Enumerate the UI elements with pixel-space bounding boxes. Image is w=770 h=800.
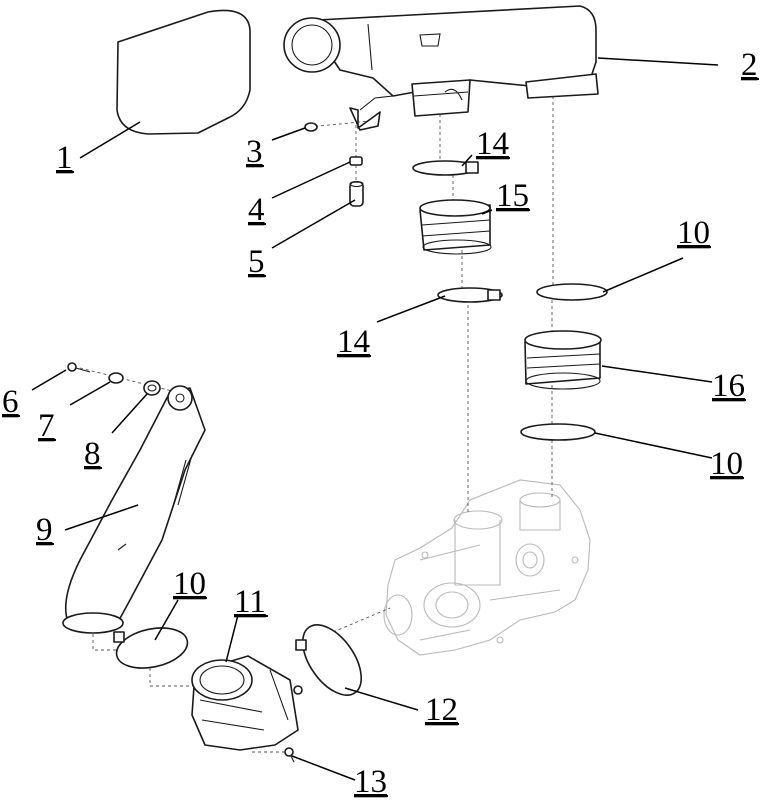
- part-15-coupling-sleeve: [419, 199, 492, 255]
- callout-10-upper: 10: [677, 215, 710, 251]
- part-6-bolt: [67, 362, 91, 373]
- callout-5: 5: [248, 244, 265, 280]
- part-5-sleeve: [349, 180, 364, 207]
- part-10-clamp-upper: [536, 283, 608, 301]
- callout-13: 13: [354, 764, 387, 800]
- callout-2: 2: [741, 47, 758, 83]
- part-10-clamp-lower: [520, 423, 596, 441]
- leader-lines: [31, 57, 719, 781]
- part-10-clamp-left: [113, 627, 189, 669]
- callout-4: 4: [248, 192, 265, 228]
- part-9-curved-hose: [62, 385, 206, 634]
- part-14-clamp-lower: [437, 287, 503, 303]
- part-14-clamp-upper: [412, 160, 479, 176]
- callout-1: 1: [56, 140, 73, 176]
- callout-3: 3: [246, 134, 263, 170]
- part-1-cover-plate: [116, 9, 251, 135]
- callout-6: 6: [2, 384, 19, 420]
- callout-7: 7: [38, 408, 55, 444]
- part-4-clip: [349, 156, 363, 166]
- callout-8: 8: [84, 436, 101, 472]
- callout-10-lower-right: 10: [710, 446, 743, 482]
- callout-10-left: 10: [173, 566, 206, 602]
- part-11-filter-housing: [191, 655, 303, 751]
- callout-14-upper: 14: [476, 126, 509, 162]
- part-16-coupling-sleeve: [524, 330, 602, 390]
- part-2-intake-duct: [283, 5, 599, 131]
- callout-9: 9: [36, 512, 53, 548]
- part-7-washer: [108, 372, 124, 384]
- callout-15: 15: [496, 178, 529, 214]
- part-13-screw: [284, 747, 295, 763]
- callout-labels: 1 2 3 4 5 14 15 10 14 16 6 7 8 10 9 10 1…: [2, 47, 758, 800]
- part-3-bolt: [304, 122, 318, 132]
- callout-12: 12: [425, 692, 458, 728]
- callout-underlines: [2, 78, 759, 797]
- callout-14-lower: 14: [337, 324, 370, 360]
- engine-housing-outline: [383, 479, 591, 656]
- callout-16: 16: [712, 368, 745, 404]
- part-12-clamp: [295, 624, 362, 696]
- callout-11: 11: [234, 584, 266, 620]
- part-8-nut: [143, 380, 161, 396]
